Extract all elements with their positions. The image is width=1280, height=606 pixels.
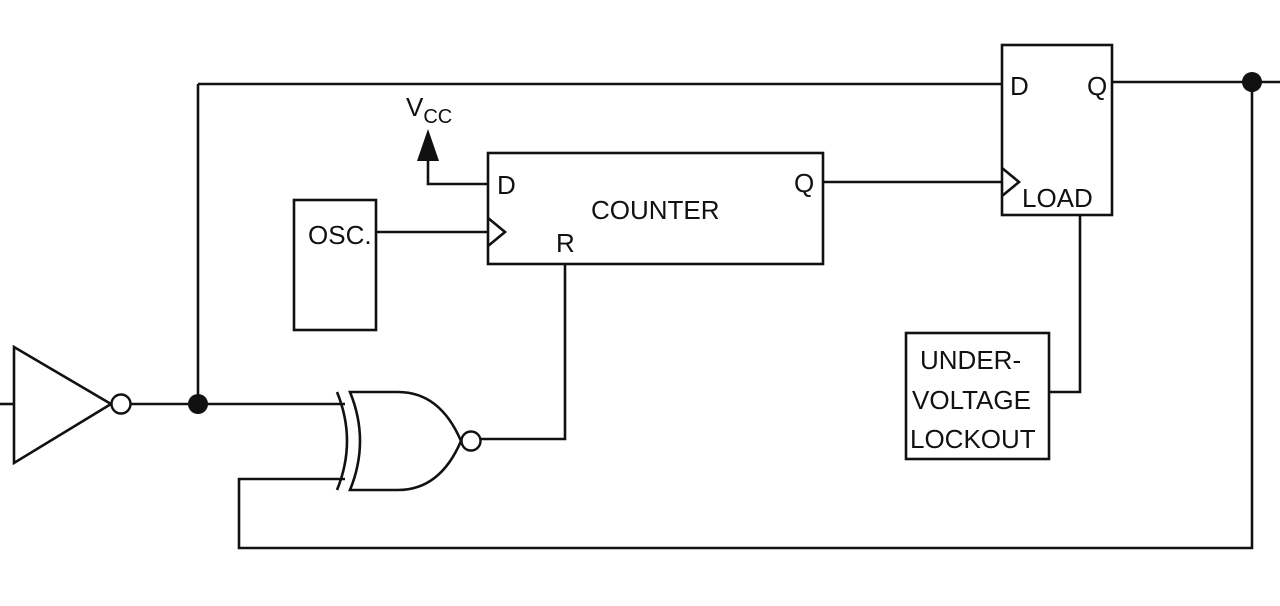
junction-dot-input [188,394,208,414]
wires [0,80,1280,550]
reset-wire [481,264,567,441]
xnor-gate [335,390,482,492]
xnor-bubble [460,430,482,452]
latch-pin-d: D [1010,71,1029,101]
vcc-arrow-icon [417,129,439,161]
counter-pin-q: Q [794,168,814,198]
inverter-gate [12,344,132,466]
load-wire [1049,215,1082,394]
latch-pin-q: Q [1087,71,1107,101]
counter-block: COUNTER D Q R [486,151,825,266]
counter-pin-r: R [556,228,575,258]
vcc-wire [426,160,488,186]
vcc-label: VCC [406,92,452,128]
oscillator-block: OSC. [292,198,378,332]
undervoltage-lockout-block: UNDER- VOLTAGE LOCKOUT [904,331,1051,461]
inverter-bubble [110,393,132,415]
feedback-loop-wire [237,82,1254,550]
counter-title: COUNTER [591,195,720,225]
counter-clock-triangle [487,216,508,248]
vcc-supply: VCC [406,92,452,161]
counter-pin-d: D [497,170,516,200]
junction-dot-output [1242,72,1262,92]
latch-pin-load: LOAD [1022,183,1093,213]
uvlo-line-1: UNDER- [920,345,1021,375]
uvlo-line-3: LOCKOUT [910,424,1036,454]
xnor-extra-back-curve [335,391,349,491]
latch-clock-triangle [1001,166,1022,198]
latch-block: D Q LOAD [1000,43,1114,217]
xnor-body [348,390,463,492]
uvlo-line-2: VOLTAGE [912,385,1031,415]
osc-label: OSC. [308,220,372,250]
